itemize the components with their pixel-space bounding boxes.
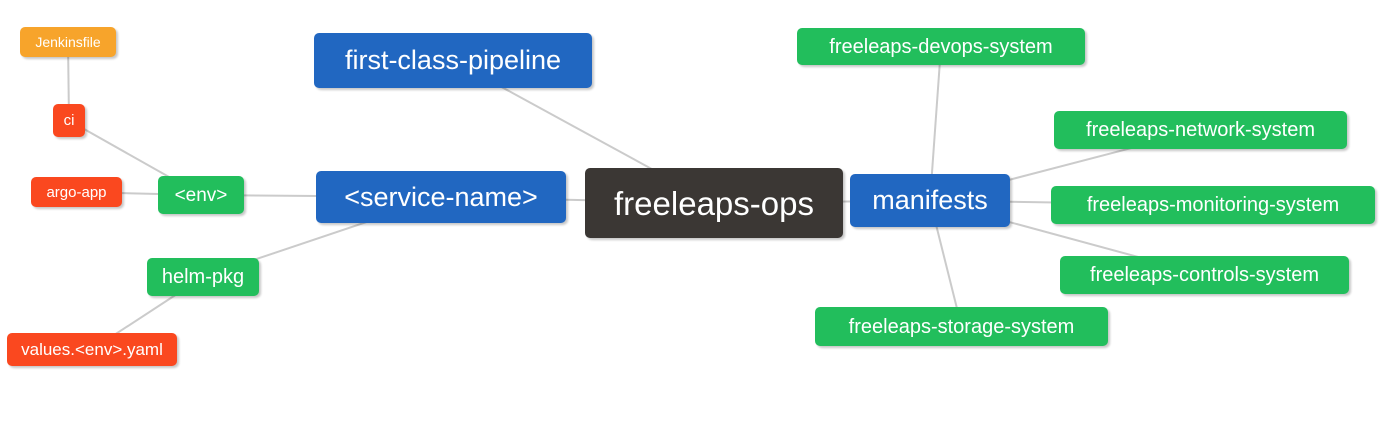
node-first-class-pipeline[interactable]: first-class-pipeline <box>314 33 592 88</box>
node-freeleaps-devops-system[interactable]: freeleaps-devops-system <box>797 28 1085 65</box>
node-freeleaps-ops[interactable]: freeleaps-ops <box>585 168 843 238</box>
node-jenkinsfile[interactable]: Jenkinsfile <box>20 27 116 57</box>
node-freeleaps-controls-system[interactable]: freeleaps-controls-system <box>1060 256 1349 294</box>
node-service-name[interactable]: <service-name> <box>316 171 566 223</box>
node-helm-pkg[interactable]: helm-pkg <box>147 258 259 296</box>
node-values-env-yaml[interactable]: values.<env>.yaml <box>7 333 177 366</box>
node-freeleaps-network-system[interactable]: freeleaps-network-system <box>1054 111 1347 149</box>
node-freeleaps-storage-system[interactable]: freeleaps-storage-system <box>815 307 1108 346</box>
node-argo-app[interactable]: argo-app <box>31 177 122 207</box>
node-env[interactable]: <env> <box>158 176 244 214</box>
node-manifests[interactable]: manifests <box>850 174 1010 227</box>
node-ci[interactable]: ci <box>53 104 85 137</box>
node-freeleaps-monitoring-system[interactable]: freeleaps-monitoring-system <box>1051 186 1375 224</box>
